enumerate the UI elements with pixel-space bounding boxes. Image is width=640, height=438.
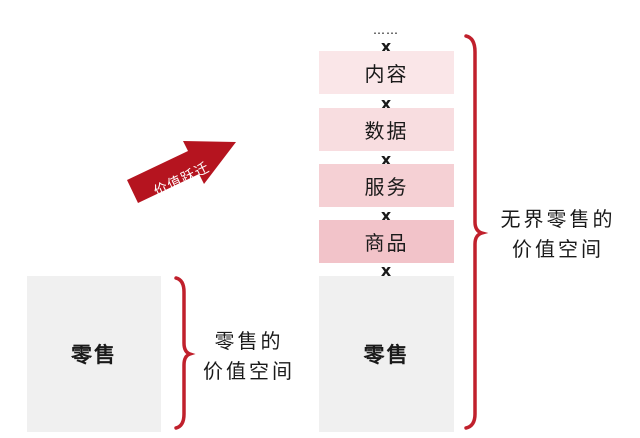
retail-block-right-label: 零售 — [363, 343, 410, 367]
tier-data: 数据 — [319, 108, 454, 151]
tier-content: 内容 — [319, 51, 454, 94]
multiply-sign: x — [380, 37, 392, 56]
tier-data-label: 数据 — [364, 119, 409, 143]
tier-service: 服务 — [319, 164, 454, 207]
retail-value-space-line2: 价值空间 — [203, 359, 295, 383]
tier-content-label: 内容 — [364, 62, 409, 86]
multiply-sign: x — [380, 94, 392, 113]
tier-goods-label: 商品 — [364, 231, 409, 255]
multiply-sign: x — [380, 206, 392, 225]
tier-service-label: 服务 — [364, 175, 409, 199]
retail-block-left: 零售 — [27, 276, 161, 432]
value-jump-arrow — [127, 141, 236, 203]
boundless-retail-value-space-line2: 价值空间 — [512, 237, 604, 261]
right-bracket — [464, 34, 489, 430]
stack-ellipsis: …… — [373, 23, 399, 37]
boundless-retail-value-space-line1: 无界零售的 — [500, 207, 616, 231]
retail-block-right: 零售 — [319, 276, 454, 432]
boundless-retail-value-space-label: 无界零售的 价值空间 — [496, 204, 620, 264]
retail-block-left-label: 零售 — [71, 343, 117, 367]
left-bracket — [174, 276, 196, 430]
retail-value-space-line1: 零售的 — [214, 329, 284, 353]
multiply-sign: x — [380, 150, 392, 169]
multiply-sign: x — [380, 261, 392, 280]
tier-goods: 商品 — [319, 220, 454, 263]
retail-value-space-label: 零售的 价值空间 — [194, 326, 304, 386]
